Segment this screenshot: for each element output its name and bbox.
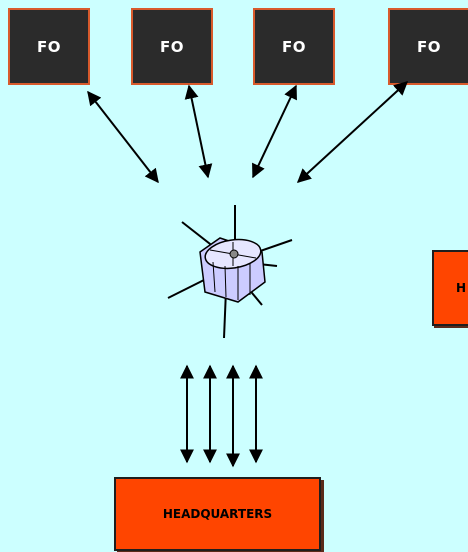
headquarters-partial-label: H [456,281,467,295]
arrow-fo1-satellite [87,90,159,184]
headquarters-box: HEADQUARTERS [114,477,321,551]
field-office-label: FO [160,37,184,56]
field-office-label: FO [37,37,61,56]
field-office-box-2: FO [131,8,213,85]
headquarters-label: HEADQUARTERS [162,507,273,521]
field-office-box-3: FO [253,8,335,85]
arrow-fo3-satellite [252,84,297,179]
arrow-fo4-satellite [296,81,409,183]
arrow-fo2-satellite [184,84,213,179]
field-office-label: FO [282,37,306,56]
field-office-label: FO [417,37,441,56]
satellite-icon [167,205,293,339]
field-office-box-4: FO [388,8,468,85]
headquarters-box-partial: H [432,250,468,326]
field-office-box-1: FO [8,8,90,85]
